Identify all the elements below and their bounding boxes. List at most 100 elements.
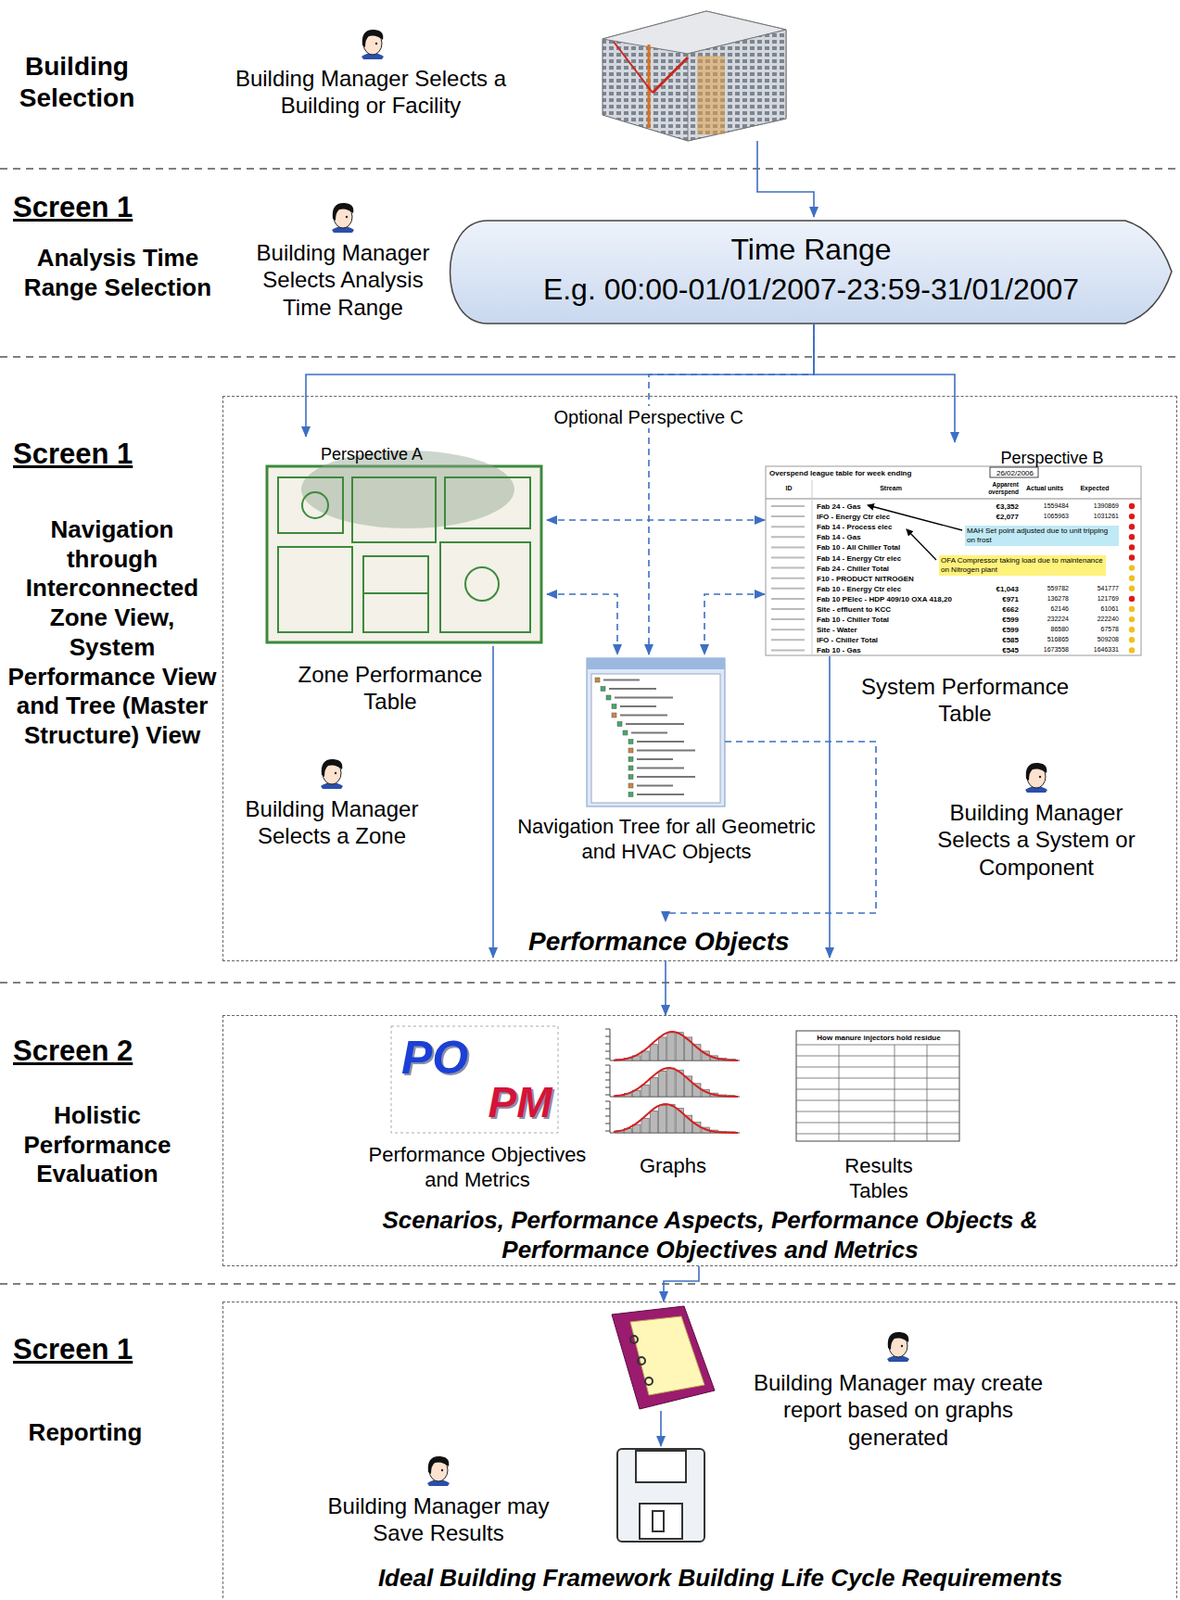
figure-rect xyxy=(796,1030,960,1142)
figure-rect xyxy=(586,658,725,670)
table-value: €599 xyxy=(972,625,1019,635)
annotation-text: Analysis Time Range Selection xyxy=(1,243,234,303)
table-stream: Fab 10 - Gas xyxy=(816,646,965,656)
binder-to-disk-line xyxy=(660,1410,662,1447)
figure-line xyxy=(605,1079,610,1081)
figure-rect xyxy=(606,695,611,700)
figure-line xyxy=(605,1094,610,1096)
figure-rect xyxy=(667,1032,675,1061)
figure-line xyxy=(631,732,668,735)
annotation-text: Building Manager may Save Results xyxy=(308,1492,569,1548)
node-text: PO xyxy=(393,1029,477,1087)
figure-circle xyxy=(1129,533,1135,540)
figure-line xyxy=(906,529,937,560)
figure-line xyxy=(771,567,805,570)
figure-rect xyxy=(641,1117,649,1133)
figure-g xyxy=(278,477,531,633)
table-title: Overspend league table for week ending xyxy=(769,469,983,479)
figure-rect xyxy=(659,1070,667,1097)
table-stream: Fab 14 - Process elec xyxy=(816,522,965,533)
building-to-time-line xyxy=(757,140,814,217)
objectives-metrics: POPMPerformance Objectives and Metrics xyxy=(359,1027,595,1196)
figure-line xyxy=(620,705,657,708)
figure-line xyxy=(796,1078,960,1079)
table-value: 232224 xyxy=(1022,615,1069,624)
table-value: 1559484 xyxy=(1022,502,1069,511)
figure-line xyxy=(796,1122,960,1124)
figure-line xyxy=(620,714,668,717)
navigation-tree-window xyxy=(586,658,725,807)
figure-circle xyxy=(645,1377,653,1385)
figure-rect xyxy=(617,722,622,727)
figure-line xyxy=(605,1072,610,1074)
table-header: Stream xyxy=(853,484,928,494)
figure-line xyxy=(605,1108,610,1110)
figure-circle xyxy=(630,1335,638,1344)
figure-rect xyxy=(628,748,634,753)
figure-line xyxy=(605,1058,610,1060)
figure-circle xyxy=(345,215,348,218)
figure-line xyxy=(605,1028,610,1030)
figure-polygon xyxy=(630,1316,705,1396)
figure-rect xyxy=(595,677,600,683)
figure-circle xyxy=(1129,503,1135,509)
figure-line xyxy=(636,793,685,796)
figure-line xyxy=(796,1133,960,1135)
table-stream: Fab 10 - All Chiller Total xyxy=(816,543,965,553)
figure-circle xyxy=(465,567,499,601)
table-stream: Fab 14 - Gas xyxy=(816,532,965,543)
figure-rect xyxy=(649,1110,658,1133)
figure-rect xyxy=(649,1077,658,1097)
figure-line xyxy=(0,167,1180,170)
figure-circle xyxy=(1129,616,1135,622)
figure-path xyxy=(332,203,355,221)
figure-line xyxy=(771,557,805,559)
table-value: €585 xyxy=(972,635,1019,646)
node-text: How manure injectors hold residue xyxy=(799,1033,958,1043)
node-text: Results Tables xyxy=(823,1154,935,1205)
figure-line xyxy=(0,981,1180,984)
table-stream: Fab 10 PElec - HDP 409/10 OXA 418,20 xyxy=(816,595,965,605)
annotation-text: Building Manager Selects Analysis Time R… xyxy=(243,239,444,321)
figure-circle xyxy=(1129,585,1135,592)
figure-g xyxy=(331,203,355,233)
callout-note: OFA Compressor taking load due to mainte… xyxy=(938,555,1106,576)
figure-circle xyxy=(1129,596,1135,602)
figure-rect xyxy=(352,477,436,543)
figure-rect xyxy=(363,556,429,633)
annotation-text: Holistic Performance Evaluation xyxy=(0,1101,195,1190)
figure-circle xyxy=(1129,647,1135,653)
figure-rect xyxy=(649,1044,658,1061)
table-value: 62146 xyxy=(1022,605,1069,614)
figure-line xyxy=(636,749,696,752)
figure-rect xyxy=(628,783,634,788)
report-binder xyxy=(611,1306,715,1409)
figure-circle xyxy=(1129,544,1135,550)
figure-line xyxy=(636,785,673,787)
figure-line xyxy=(771,618,805,621)
figure-line xyxy=(812,480,813,656)
figure-line xyxy=(771,648,805,651)
figure-circle xyxy=(1039,775,1041,778)
figure-polyline xyxy=(757,140,814,217)
figure-circle xyxy=(1129,636,1135,643)
figure-rect xyxy=(600,686,606,692)
figure-line xyxy=(771,628,805,631)
table-header: Expected xyxy=(1073,484,1117,494)
figure-line xyxy=(605,1036,610,1038)
figure-path xyxy=(1026,762,1048,781)
figure-line xyxy=(838,1044,840,1142)
figure-line xyxy=(603,679,640,682)
figure-rect xyxy=(797,1031,959,1044)
table-value: €1,043 xyxy=(972,584,1019,595)
figure-polyline xyxy=(613,1067,738,1097)
figure-line xyxy=(771,577,805,580)
figure-circle xyxy=(1129,564,1135,571)
figure-rect xyxy=(652,1510,664,1532)
dashed-connector xyxy=(546,519,765,521)
figure-line xyxy=(605,1065,610,1066)
section-separators xyxy=(0,168,1180,1284)
figure-circle xyxy=(441,1469,444,1472)
table-value: 136278 xyxy=(1022,595,1069,604)
node-text: Scenarios, Performance Aspects, Performa… xyxy=(320,1205,1100,1265)
